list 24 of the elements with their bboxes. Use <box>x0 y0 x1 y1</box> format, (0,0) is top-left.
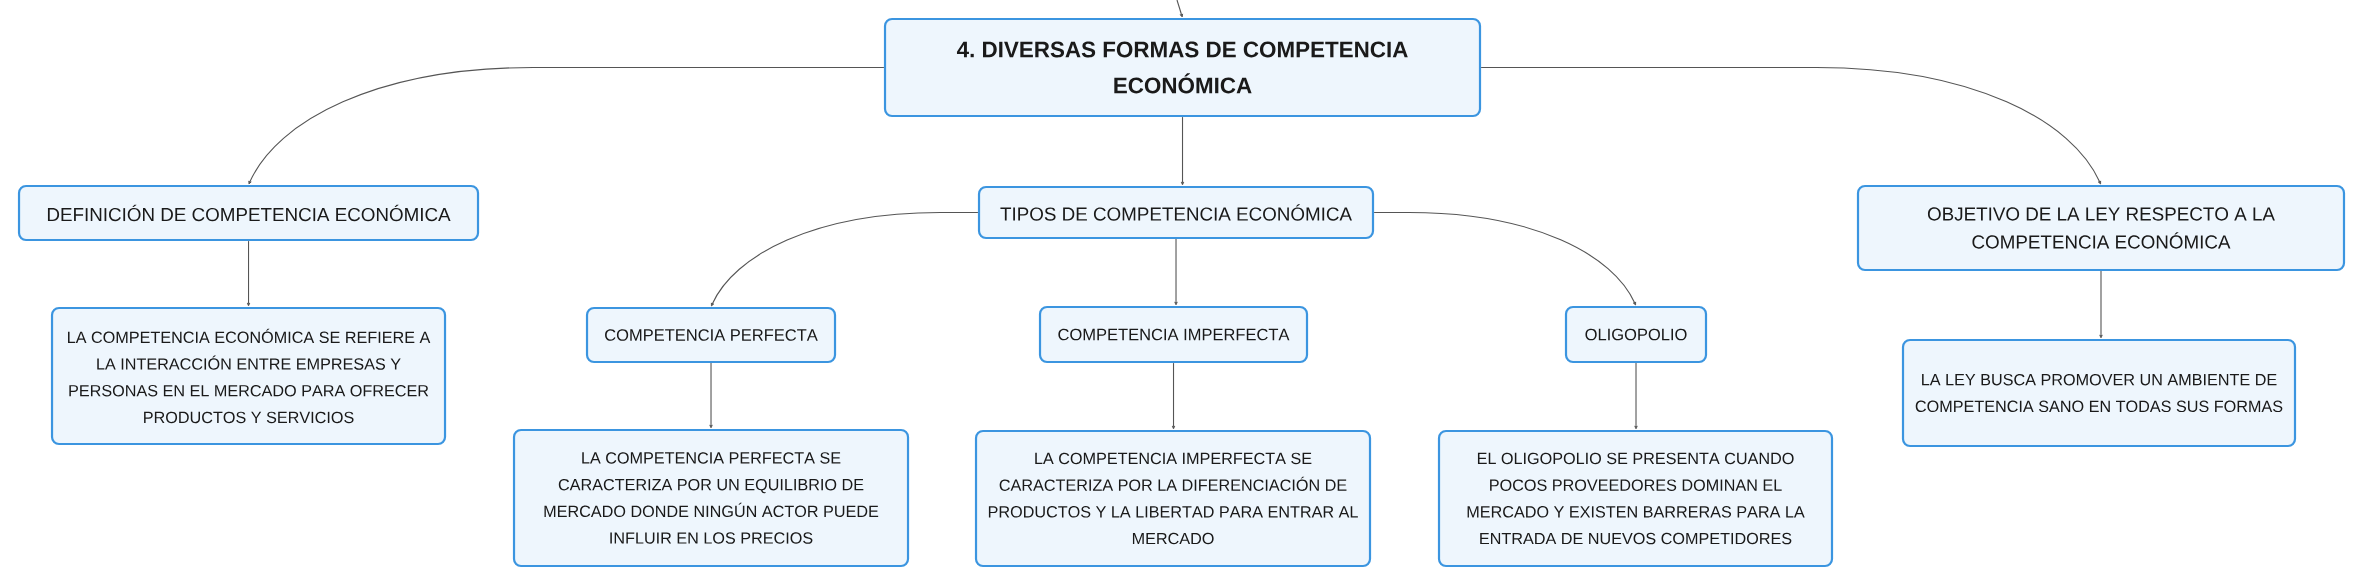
description-box: EL OLIGOPOLIO SE PRESENTA CUANDO POCOS PROVEEDORES DOMINAN EL MERCADO Y EXISTEN BARRERAS PARA LA ENTRADA DE NUEVOS COMPETIDORES <box>1437 429 1834 568</box>
connector <box>1176 0 1183 18</box>
central-topic-box: 4. DIVERSAS FORMAS DE COMPETENCIA ECONÓMICA <box>883 17 1482 118</box>
topic-box: OBJETIVO DE LA LEY RESPECTO A LA COMPETENCIA ECONÓMICA <box>1856 184 2346 272</box>
connector <box>248 66 885 185</box>
connector <box>1174 238 1178 306</box>
topic-box: DEFINICIÓN DE COMPETENCIA ECONÓMICA <box>17 184 480 242</box>
connector <box>709 362 713 429</box>
description-box: LA COMPETENCIA ECONÓMICA SE REFIERE A LA INTERACCIÓN ENTRE EMPRESAS Y PERSONAS EN EL MERCADO PARA OFRECER PRODUCTOS Y SERVICIOS <box>50 306 447 446</box>
subtopic-box: OLIGOPOLIO <box>1564 305 1708 364</box>
connector <box>1180 116 1185 186</box>
connector <box>2099 270 2103 339</box>
connector <box>711 211 979 307</box>
subtopic-box: COMPETENCIA PERFECTA <box>585 306 837 364</box>
description-box: LA LEY BUSCA PROMOVER UN AMBIENTE DE COMPETENCIA SANO EN TODAS SUS FORMAS <box>1901 338 2297 448</box>
connector <box>1171 362 1176 430</box>
connector <box>1480 66 2102 185</box>
connector <box>246 240 251 307</box>
description-box: LA COMPETENCIA IMPERFECTA SE CARACTERIZA POR LA DIFERENCIACIÓN DE PRODUCTOS Y LA LIBERTAD PARA ENTRAR AL MERCADO <box>974 429 1372 568</box>
topic-box: TIPOS DE COMPETENCIA ECONÓMICA <box>977 185 1375 240</box>
connector <box>1634 362 1638 430</box>
connector <box>1373 211 1637 306</box>
subtopic-box: COMPETENCIA IMPERFECTA <box>1038 305 1309 364</box>
description-box: LA COMPETENCIA PERFECTA SE CARACTERIZA POR UN EQUILIBRIO DE MERCADO DONDE NINGÚN ACTOR PUEDE INFLUIR EN LOS PRECIOS <box>512 428 910 568</box>
